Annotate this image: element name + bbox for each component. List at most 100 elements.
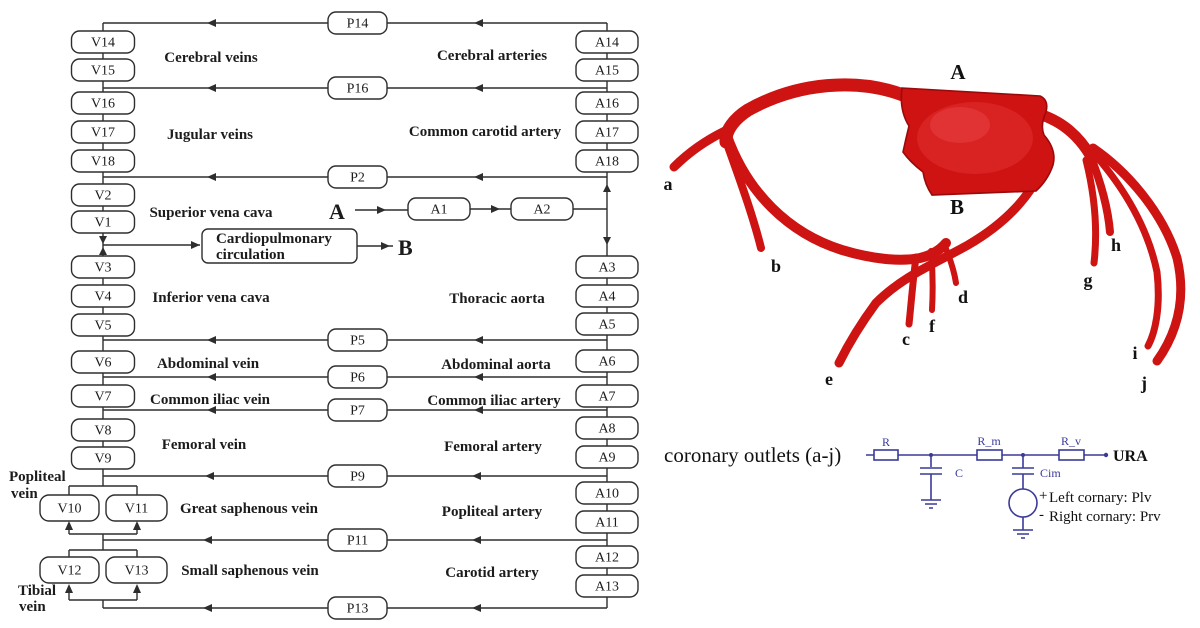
label-outlet-h: h bbox=[1111, 235, 1121, 255]
coronary-vessels bbox=[669, 78, 1186, 368]
label-outlet-e: e bbox=[825, 369, 833, 389]
node-box-p13 bbox=[327, 596, 388, 620]
node-box-p5 bbox=[327, 328, 388, 352]
vessel-outlet-f bbox=[928, 248, 936, 313]
cardiopulmonary-box bbox=[201, 228, 358, 264]
node-label-v7: V7 bbox=[94, 390, 111, 405]
label-outlet-b: b bbox=[771, 256, 781, 276]
label-capacitor-Cim: Cim bbox=[1040, 466, 1061, 480]
region-labels: Cerebral veins Jugular veins Superior ve… bbox=[9, 48, 562, 615]
exchange-lines bbox=[103, 22, 607, 609]
node-box-a7 bbox=[575, 384, 639, 408]
node-label-v14: V14 bbox=[91, 36, 115, 51]
node-label-v8: V8 bbox=[94, 424, 111, 439]
node-box-v10 bbox=[39, 494, 100, 522]
vessel-outlet-c bbox=[905, 253, 920, 328]
node-label-v5: V5 bbox=[94, 319, 111, 334]
node-box-a3 bbox=[575, 255, 639, 279]
label-right-coronary: Right cornary: Prv bbox=[1049, 509, 1161, 525]
node-label-a14: A14 bbox=[595, 36, 619, 51]
node-label-p6: P6 bbox=[350, 371, 365, 386]
label-popliteal-artery: Popliteal artery bbox=[442, 504, 543, 520]
node-label-a2: A2 bbox=[533, 203, 550, 218]
label-jugular-veins: Jugular veins bbox=[167, 127, 253, 143]
node-box-p9 bbox=[327, 464, 388, 488]
label-capacitor-C: C bbox=[955, 466, 963, 480]
node-label-a10: A10 bbox=[595, 487, 619, 502]
anatomy-labels: A B a b c d e f g h i j bbox=[664, 60, 1148, 393]
node-box-p6 bbox=[327, 365, 388, 389]
circulation-block-diagram: V14 V15 V16 V17 V18 V2 V1 V3 V4 V5 V6 V7… bbox=[9, 11, 639, 620]
vessel-outlet-g bbox=[1082, 156, 1100, 267]
label-outlet-f: f bbox=[929, 316, 936, 336]
node-label-a15: A15 bbox=[595, 64, 619, 79]
node-label-a12: A12 bbox=[595, 551, 619, 566]
vessel-outlet-d bbox=[941, 241, 959, 286]
vessel-outlet-i bbox=[1092, 152, 1162, 350]
label-left-coronary: Left cornary: Plv bbox=[1049, 490, 1152, 506]
circuit-c-branch bbox=[920, 455, 942, 509]
vessel-outlet-j bbox=[1088, 143, 1186, 366]
circuit-caption: coronary outlets (a-j) bbox=[664, 443, 841, 467]
node-label-v18: V18 bbox=[91, 155, 115, 170]
label-popliteal-line1: Popliteal bbox=[9, 469, 66, 485]
label-femoral-vein: Femoral vein bbox=[162, 437, 247, 453]
node-label-v1: V1 bbox=[94, 216, 111, 231]
circuit-wires bbox=[866, 449, 1106, 539]
vessel-lad-outlet-e bbox=[834, 153, 1052, 368]
cardiopulmonary-label-line1: Cardiopulmonary bbox=[216, 231, 332, 247]
node-label-a11: A11 bbox=[595, 516, 619, 531]
node-label-a9: A9 bbox=[598, 451, 615, 466]
label-small-saphenous-vein: Small saphenous vein bbox=[181, 563, 319, 579]
node-box-v5 bbox=[70, 313, 136, 337]
source-minus-sign: - bbox=[1039, 507, 1044, 523]
node-label-p5: P5 bbox=[350, 334, 365, 349]
vein-nodes: V14 V15 V16 V17 V18 V2 V1 V3 V4 V5 V6 V7… bbox=[39, 30, 168, 584]
node-label-v15: V15 bbox=[91, 64, 115, 79]
node-dot-2 bbox=[1021, 453, 1025, 457]
pressure-source bbox=[1008, 488, 1038, 518]
label-abdominal-vein: Abdominal vein bbox=[157, 356, 260, 372]
node-label-a3: A3 bbox=[598, 261, 615, 276]
node-label-v6: V6 bbox=[94, 356, 111, 371]
node-box-v14 bbox=[70, 30, 136, 54]
node-label-p13: P13 bbox=[347, 602, 369, 617]
terminal-dot bbox=[1103, 452, 1109, 458]
label-outlet-j: j bbox=[1140, 373, 1147, 393]
aorta-highlight-small bbox=[930, 107, 990, 143]
node-label-a5: A5 bbox=[598, 318, 615, 333]
label-common-iliac-vein: Common iliac vein bbox=[150, 392, 271, 408]
node-label-v17: V17 bbox=[91, 126, 115, 141]
cardiopulmonary-label-line2: circulation bbox=[216, 247, 286, 263]
label-outlet-i: i bbox=[1132, 343, 1137, 363]
label-femoral-artery: Femoral artery bbox=[444, 439, 542, 455]
node-label-p16: P16 bbox=[347, 82, 369, 97]
node-box-v17 bbox=[70, 120, 136, 144]
node-label-p9: P9 bbox=[350, 470, 365, 485]
node-box-p16 bbox=[327, 76, 388, 100]
node-box-a10 bbox=[575, 481, 639, 505]
node-label-a16: A16 bbox=[595, 97, 619, 112]
label-outlet-c: c bbox=[902, 329, 910, 349]
circuit-cim-branch bbox=[1012, 455, 1034, 539]
label-popliteal-line2: vein bbox=[11, 486, 38, 502]
cardiopulmonary-node: Cardiopulmonary circulation bbox=[201, 228, 358, 264]
node-box-p7 bbox=[327, 398, 388, 422]
label-inlet-a: A bbox=[329, 199, 345, 224]
node-box-v7 bbox=[70, 384, 136, 408]
label-tibial-line1: Tibial bbox=[18, 583, 56, 599]
node-box-v18 bbox=[70, 149, 136, 173]
label-abdominal-aorta: Abdominal aorta bbox=[441, 357, 551, 373]
node-box-p14 bbox=[327, 11, 388, 35]
artery-nodes: A14 A15 A16 A17 A18 A1 A2 A3 A4 A5 A6 A7… bbox=[407, 30, 639, 598]
coronary-tree-illustration: A B a b c d e f g h i j bbox=[664, 60, 1186, 393]
node-box-v6 bbox=[70, 350, 136, 374]
node-label-v9: V9 bbox=[94, 452, 111, 467]
node-label-a6: A6 bbox=[598, 355, 615, 370]
node-box-a1 bbox=[407, 197, 471, 221]
label-tibial-line2: vein bbox=[19, 599, 46, 615]
node-box-v3 bbox=[70, 255, 136, 279]
resistor-R bbox=[873, 449, 899, 461]
